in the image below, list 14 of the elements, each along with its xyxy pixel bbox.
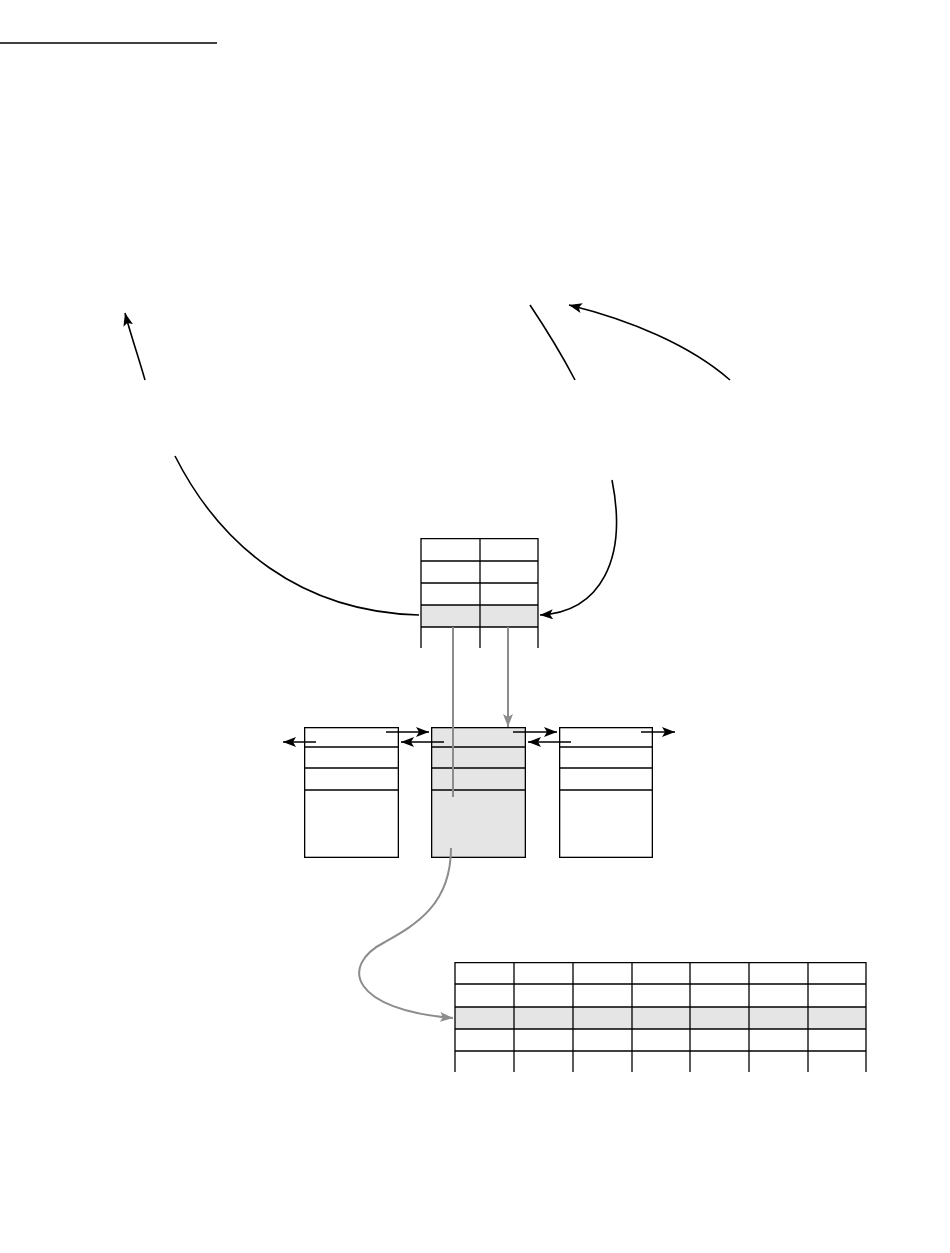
arrow xyxy=(400,737,445,747)
arrow xyxy=(282,737,317,747)
page-box xyxy=(304,727,399,858)
arrow xyxy=(385,727,430,737)
arrow xyxy=(358,847,454,1022)
arrow xyxy=(640,727,676,737)
arrow xyxy=(539,479,618,619)
table-grid xyxy=(455,962,866,1072)
table-grid xyxy=(421,538,538,648)
arrow xyxy=(527,737,572,747)
page-box xyxy=(559,727,653,858)
arrow xyxy=(512,727,558,737)
page-box xyxy=(431,727,526,858)
arrow xyxy=(503,626,513,728)
